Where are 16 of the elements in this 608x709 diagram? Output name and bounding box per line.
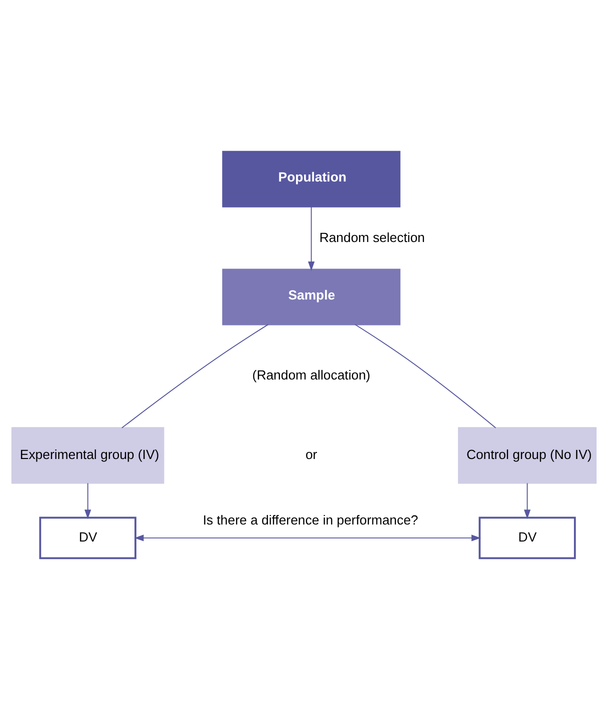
arrow [134,534,481,541]
arrow [84,482,92,519]
label: or [305,446,318,462]
connector [121,323,269,428]
node-box: Population [222,150,400,207]
node-box: DV [478,516,576,559]
label: (Random allocation) [252,367,370,382]
edge-label: Is there a difference in performance? [202,512,418,527]
node-box: Control group (No IV) [458,426,597,484]
node-box: Experimental group (IV) [11,426,164,484]
connector [354,324,496,428]
edge-label: Random selection [319,230,425,245]
node-box: Sample [222,268,400,325]
arrow [308,206,315,270]
arrow [524,482,531,519]
node-box: DV [39,516,136,559]
